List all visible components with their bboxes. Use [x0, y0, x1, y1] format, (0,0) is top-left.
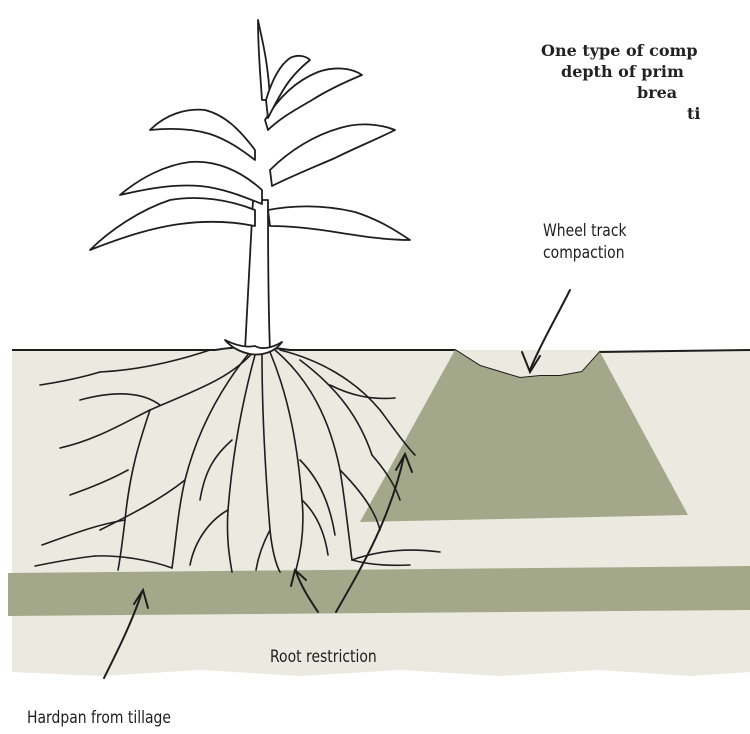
corn-plant [90, 20, 410, 355]
caption-line-3: brea [541, 82, 750, 103]
wheel-track-label-line-1: Wheel track [543, 220, 627, 242]
caption-text: One type of comp depth of prim brea ti [541, 40, 750, 124]
caption-line-1: One type of comp [541, 40, 750, 61]
caption-line-4: ti [541, 103, 750, 124]
wheel-track-label-line-2: compaction [543, 242, 627, 264]
wheel-track-label: Wheel track compaction [543, 220, 627, 264]
caption-line-2: depth of prim [541, 61, 750, 82]
hardpan-label: Hardpan from tillage [27, 707, 171, 729]
root-restriction-label: Root restriction [270, 646, 377, 668]
hardpan-band [8, 566, 750, 616]
